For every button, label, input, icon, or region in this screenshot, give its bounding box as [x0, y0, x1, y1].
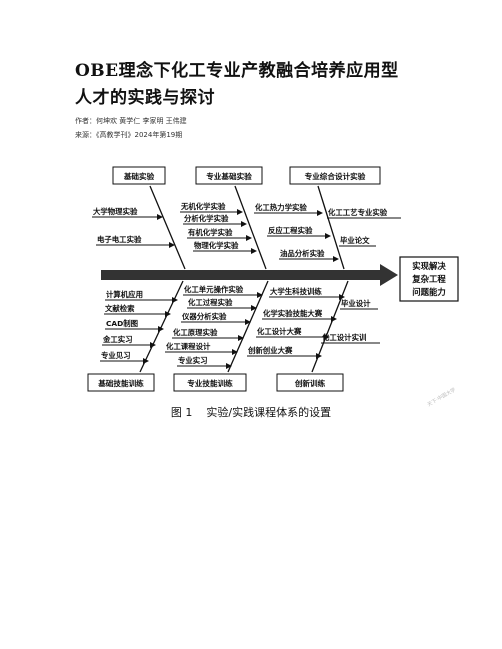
box-top-2: [195, 166, 263, 185]
bone-bottom-1: [139, 280, 184, 373]
source-line: 来源：《高教学刊》2024年第19期: [75, 131, 183, 139]
figure-caption-text: 实验/实践课程体系的设置: [206, 406, 332, 419]
bone-bottom-2: [227, 280, 269, 373]
box-top-1-label: 基础实验: [123, 171, 155, 181]
label-bottom-c1-4: 专业见习: [101, 351, 131, 360]
label-top-c2-3: 物理化学实验: [194, 241, 239, 250]
figure-number: 图 1: [170, 406, 193, 419]
box-bottom-2-label: 专业技能训练: [187, 378, 233, 388]
box-bottom-1: [87, 373, 155, 392]
goal-line-2: 复杂工程: [411, 274, 446, 284]
box-bottom-3: [276, 373, 344, 392]
label-bottom-c2-2: 仪器分析实验: [181, 312, 227, 321]
label-bottom-c2-3: 化工原理实验: [173, 328, 218, 337]
label-top-c3-1: 反应工程实验: [268, 226, 313, 235]
box-bottom-2: [173, 373, 247, 392]
label-top-c2-0: 无机化学实验: [180, 202, 226, 211]
goal-box: [399, 256, 459, 302]
bone-top-3: [317, 185, 345, 270]
label-top-c4-0: 化工工艺专业实验: [328, 208, 388, 217]
bone-bottom-3: [311, 280, 349, 373]
label-bottom-c1-0: 计算机应用: [106, 290, 143, 299]
box-top-3-label: 专业综合设计实验: [305, 171, 366, 181]
label-bottom-c3-1: 化学实验技能大赛: [263, 309, 323, 318]
label-bottom-c4-1: 化工设计实训: [322, 333, 366, 342]
label-bottom-c2-4: 化工课程设计: [166, 342, 211, 351]
label-top-c4-1: 毕业论文: [340, 236, 370, 245]
box-top-1: [112, 166, 166, 185]
article-title: OBE理念下化工专业产教融合培养应用型 人才的实践与探讨: [75, 58, 475, 112]
label-bottom-c3-0: 大学生科技训练: [270, 287, 322, 296]
main-spine-arrow: [101, 264, 398, 286]
label-top-c3-0: 化工热力学实验: [255, 203, 307, 212]
label-bottom-c3-2: 化工设计大赛: [257, 327, 302, 336]
label-bottom-c3-3: 创新创业大赛: [247, 346, 293, 355]
label-bottom-c2-1: 化工过程实验: [188, 298, 233, 307]
figure-caption: 图 1 实验/实践课程体系的设置: [0, 404, 502, 420]
label-top-c1-1: 电子电工实验: [97, 235, 142, 244]
box-top-3: [289, 166, 381, 185]
bone-top-1: [149, 185, 186, 270]
author-line: 作者：何坤欢 黄学仁 李家明 王伟建: [75, 117, 187, 125]
label-top-c3-2: 油品分析实验: [280, 249, 325, 258]
label-top-c2-1: 分析化学实验: [184, 214, 229, 223]
goal-line-1: 实现解决: [412, 261, 446, 271]
label-bottom-c4-0: 毕业设计: [341, 299, 371, 308]
label-bottom-c1-2: CAD制图: [106, 319, 138, 328]
label-bottom-c1-1: 文献检索: [105, 304, 135, 313]
label-bottom-c2-5: 专业实习: [178, 356, 208, 365]
box-top-2-label: 专业基础实验: [206, 171, 252, 181]
goal-line-3: 问题能力: [412, 287, 446, 297]
box-bottom-1-label: 基础技能训练: [97, 378, 144, 388]
label-bottom-c2-0: 化工单元操作实验: [184, 285, 244, 294]
box-bottom-3-label: 创新训练: [294, 378, 326, 388]
label-bottom-c1-3: 金工实习: [102, 335, 133, 344]
label-top-c2-2: 有机化学实验: [188, 228, 233, 237]
title-line-1: OBE理念下化工专业产教融合培养应用型: [75, 61, 399, 81]
label-top-c1-0: 大学物理实验: [93, 207, 138, 216]
bone-top-2: [234, 185, 267, 270]
title-line-2: 人才的实践与探讨: [75, 88, 215, 108]
